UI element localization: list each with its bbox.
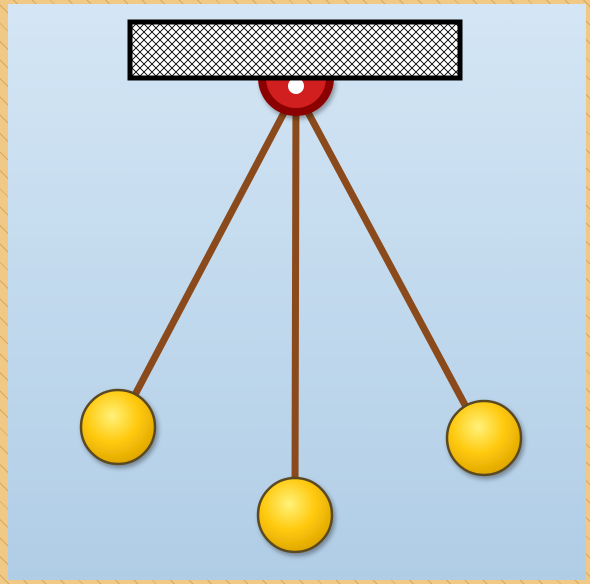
- pendulum-string-right: [292, 86, 476, 422]
- pendulum-bob-right: [445, 399, 523, 477]
- support-beam: [127, 19, 463, 81]
- pendulum-bob-center: [256, 476, 334, 554]
- pendulum-string-center: [291, 86, 300, 494]
- pendulum-bob-left: [79, 388, 157, 466]
- pendulum-string-left: [124, 86, 300, 412]
- pivot-point: [288, 78, 304, 94]
